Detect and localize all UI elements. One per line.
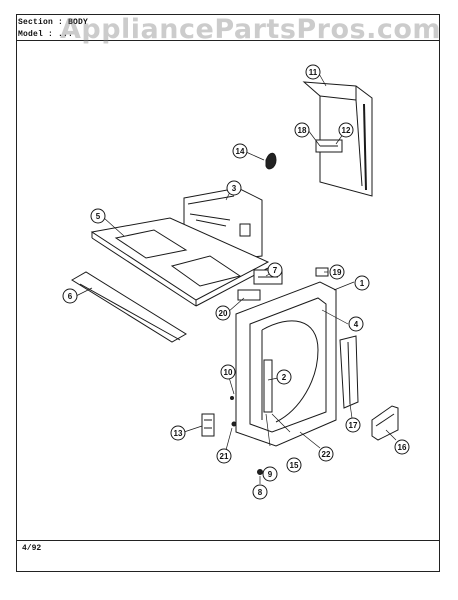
front-trim-part bbox=[71, 271, 187, 343]
callout-5: 5 bbox=[90, 208, 106, 224]
svg-text:4: 4 bbox=[354, 320, 359, 329]
cooktop-top-part bbox=[90, 217, 270, 307]
callout-19: 19 bbox=[329, 264, 345, 280]
section-label: Section : BODY bbox=[18, 18, 89, 27]
svg-text:6: 6 bbox=[68, 292, 73, 301]
diagram-frame bbox=[16, 14, 440, 572]
callout-22: 22 bbox=[318, 446, 334, 462]
clip-part bbox=[265, 152, 277, 170]
callout-10: 10 bbox=[220, 364, 236, 380]
callout-9: 9 bbox=[262, 466, 278, 482]
svg-text:10: 10 bbox=[224, 368, 233, 377]
svg-text:2: 2 bbox=[282, 373, 287, 382]
front-frame-part bbox=[235, 281, 337, 447]
svg-text:1: 1 bbox=[360, 279, 365, 288]
svg-text:11: 11 bbox=[309, 68, 318, 77]
svg-text:12: 12 bbox=[342, 126, 351, 135]
revision-date: 4/92 bbox=[22, 544, 42, 553]
watermark-text: AppliancePartsPros.com bbox=[60, 14, 442, 45]
svg-text:7: 7 bbox=[273, 266, 278, 275]
svg-text:14: 14 bbox=[236, 147, 245, 156]
svg-text:21: 21 bbox=[220, 452, 229, 461]
svg-text:5: 5 bbox=[96, 212, 101, 221]
svg-text:13: 13 bbox=[174, 429, 183, 438]
hinge-part bbox=[201, 413, 215, 437]
callout-6: 6 bbox=[62, 288, 78, 304]
callout-18: 18 bbox=[294, 122, 310, 138]
model-label: Model : ... bbox=[18, 30, 74, 39]
callout-20: 20 bbox=[215, 305, 231, 321]
callout-1: 1 bbox=[354, 275, 370, 291]
screw-part bbox=[257, 469, 263, 475]
svg-text:3: 3 bbox=[232, 184, 237, 193]
screw-part bbox=[231, 421, 237, 427]
svg-text:18: 18 bbox=[298, 126, 307, 135]
callout-7: 7 bbox=[267, 262, 283, 278]
header-divider bbox=[16, 40, 440, 41]
svg-text:17: 17 bbox=[349, 421, 358, 430]
callout-2: 2 bbox=[276, 369, 292, 385]
callout-11: 11 bbox=[305, 64, 321, 80]
callout-4: 4 bbox=[348, 316, 364, 332]
callout-21: 21 bbox=[216, 448, 232, 464]
callout-15: 15 bbox=[286, 457, 302, 473]
callout-3: 3 bbox=[226, 180, 242, 196]
callout-17: 17 bbox=[345, 417, 361, 433]
callout-14: 14 bbox=[232, 143, 248, 159]
svg-text:19: 19 bbox=[333, 268, 342, 277]
svg-text:9: 9 bbox=[268, 470, 273, 479]
callout-8: 8 bbox=[252, 484, 268, 500]
screw-part bbox=[230, 396, 234, 400]
footer-divider bbox=[16, 540, 440, 541]
svg-text:15: 15 bbox=[290, 461, 299, 470]
svg-text:22: 22 bbox=[322, 450, 331, 459]
corner-bracket-part bbox=[371, 405, 399, 441]
callout-13: 13 bbox=[170, 425, 186, 441]
side-panel-part bbox=[302, 81, 373, 197]
svg-text:20: 20 bbox=[219, 309, 228, 318]
svg-text:16: 16 bbox=[398, 443, 407, 452]
side-rail-part bbox=[339, 335, 359, 409]
callout-12: 12 bbox=[338, 122, 354, 138]
hinge-bracket-part bbox=[237, 289, 261, 301]
callout-16: 16 bbox=[394, 439, 410, 455]
svg-text:8: 8 bbox=[258, 488, 263, 497]
